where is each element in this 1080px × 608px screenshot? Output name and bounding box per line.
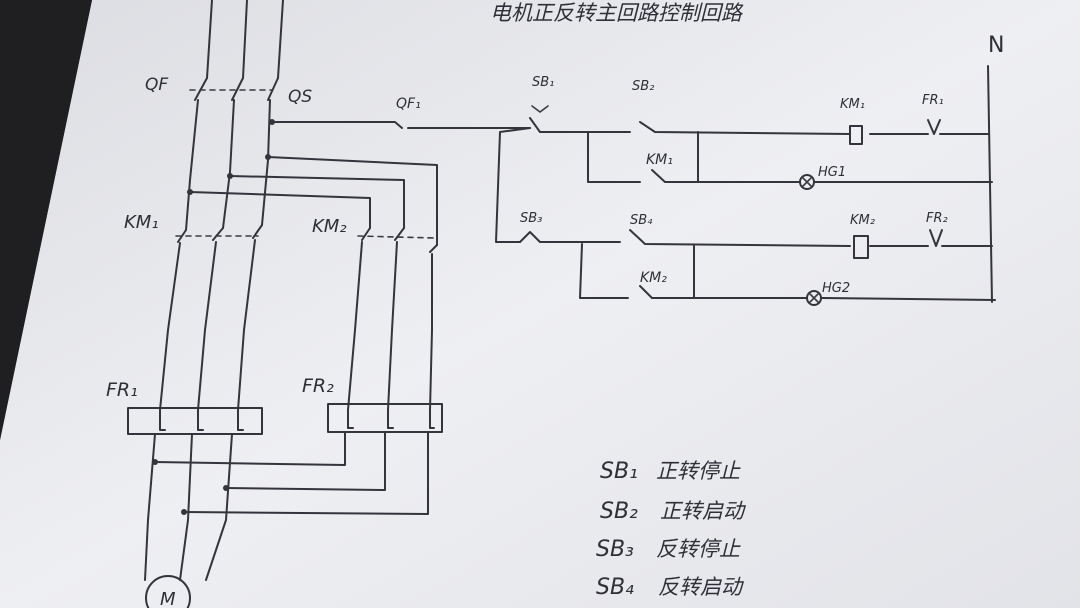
legend-code-sb3: SB₃ bbox=[596, 537, 634, 562]
motor-symbol: M bbox=[145, 575, 191, 608]
sb2-label: SB₂ bbox=[632, 79, 654, 94]
legend-code-sb4: SB₄ bbox=[596, 575, 634, 600]
legend-text-sb2: 正转启动 bbox=[660, 499, 747, 523]
km1-coil-label: KM₁ bbox=[840, 97, 865, 112]
legend-code-sb1: SB₁ bbox=[600, 459, 638, 484]
motor-label: M bbox=[160, 589, 176, 608]
km2-coil-label: KM₂ bbox=[850, 213, 875, 228]
km2-hold-label: KM₂ bbox=[640, 270, 667, 286]
fr2-contact-label: FR₂ bbox=[926, 211, 948, 226]
qf1-label: QF₁ bbox=[396, 96, 421, 112]
hg2-label: HG2 bbox=[822, 281, 850, 296]
fr1-contact-label: FR₁ bbox=[922, 93, 944, 108]
sb3-label: SB₃ bbox=[520, 211, 542, 226]
sb1-label: SB₁ bbox=[532, 75, 554, 90]
legend-text-sb4: 反转启动 bbox=[658, 575, 745, 599]
control-circuit bbox=[495, 65, 996, 306]
legend-text-sb1: 正转停止 bbox=[656, 459, 741, 483]
legend-code-sb2: SB₂ bbox=[600, 499, 638, 524]
neutral-label: N bbox=[988, 33, 1004, 58]
fr1-label: FR₁ bbox=[106, 379, 138, 401]
km1-hold-label: KM₁ bbox=[646, 152, 673, 168]
qs-label: QS bbox=[288, 87, 312, 107]
hg1-label: HG1 bbox=[818, 165, 846, 180]
paper-shadow bbox=[0, 0, 92, 440]
fr2-label: FR₂ bbox=[302, 375, 334, 397]
main-circuit bbox=[127, 0, 531, 581]
legend-text-sb3: 反转停止 bbox=[656, 537, 741, 561]
sb4-label: SB₄ bbox=[630, 213, 653, 228]
legend: SB₁ 正转停止 SB₂ 正转启动 SB₃ 反转停止 SB₄ 反转启动 bbox=[596, 459, 747, 600]
km1-label: KM₁ bbox=[124, 212, 159, 233]
qf-label: QF bbox=[145, 75, 168, 95]
km2-label: KM₂ bbox=[312, 216, 347, 237]
diagram-title: 电机正反转主回路控制回路 bbox=[490, 1, 744, 25]
